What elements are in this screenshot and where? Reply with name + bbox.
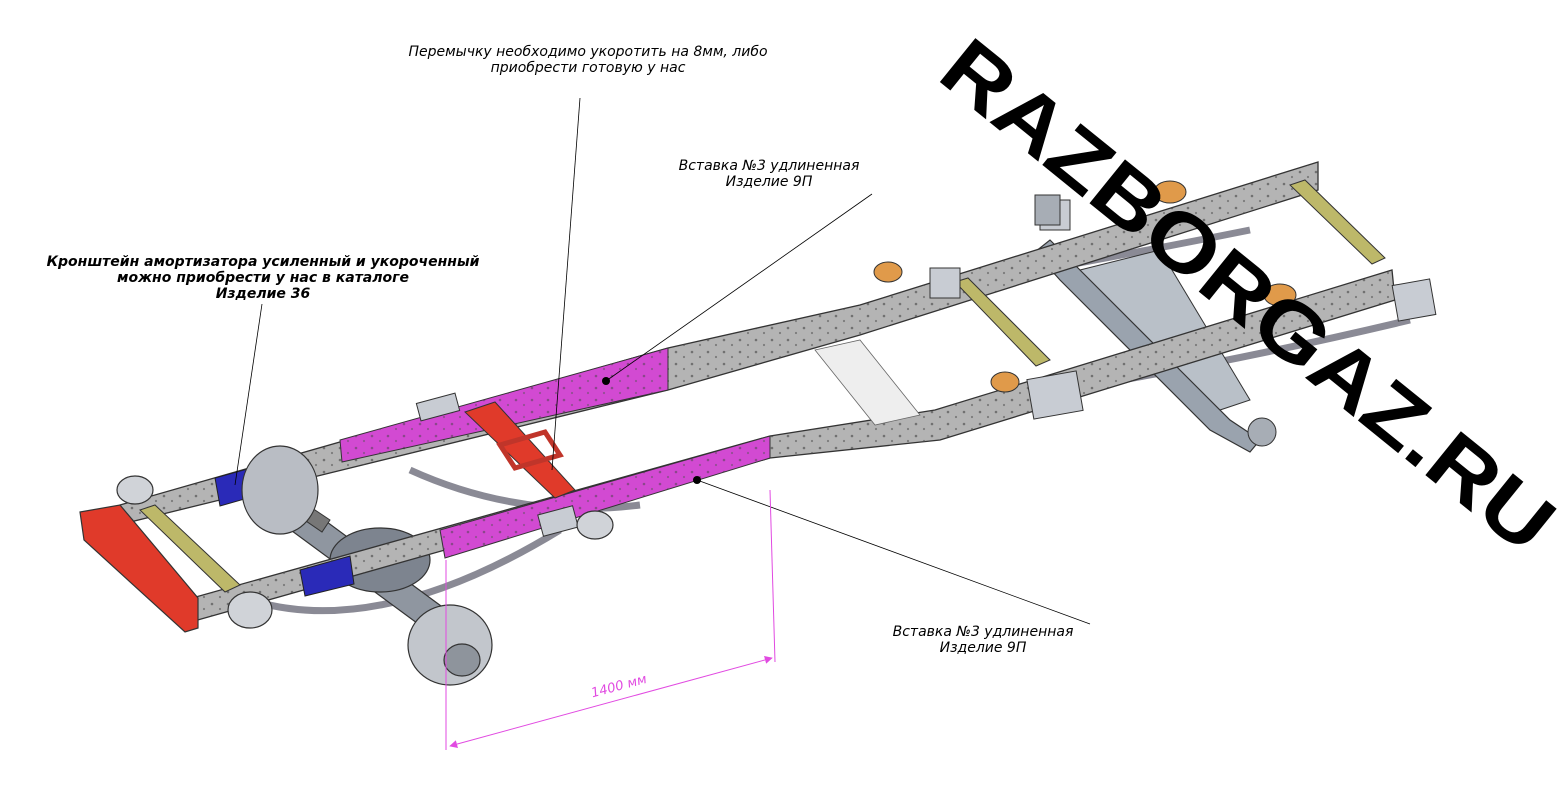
callout-shock-bracket-line2: можно приобрести у нас в каталоге xyxy=(117,270,409,286)
center-plate xyxy=(814,339,921,426)
rear-crossmember xyxy=(79,504,199,633)
callout-jumper-line1: Перемычку необходимо укоротить на 8мм, л… xyxy=(408,44,768,60)
callout-insert-top: Вставка №3 удлиненная Изделие 9П xyxy=(654,158,884,190)
middle-jumper xyxy=(464,401,576,499)
middle-jumper-handle xyxy=(496,429,564,471)
spring-pads xyxy=(873,180,1297,393)
callout-shock-bracket-line1: Кронштейн амортизатора усиленный и укоро… xyxy=(46,254,480,270)
callout-shock-bracket-line3: Изделие 36 xyxy=(215,286,311,302)
callout-jumper: Перемычку необходимо укоротить на 8мм, л… xyxy=(378,44,798,76)
callout-shock-bracket: Кронштейн амортизатора усиленный и укоро… xyxy=(28,254,498,302)
dimension-label: 1400 мм xyxy=(590,672,649,701)
crossbars xyxy=(139,179,1386,593)
callout-insert-top-line2: Изделие 9П xyxy=(725,174,813,190)
callout-jumper-line2: приобрести готовую у нас xyxy=(490,60,686,76)
callout-insert-bottom-line2: Изделие 9П xyxy=(939,640,1027,656)
leader-lines xyxy=(234,97,1091,625)
dimension-1400 xyxy=(445,489,776,750)
front-knuckles xyxy=(1034,194,1277,447)
callout-insert-bottom: Вставка №3 удлиненная Изделие 9П xyxy=(868,624,1098,656)
callout-insert-top-line1: Вставка №3 удлиненная xyxy=(678,158,860,174)
callout-insert-bottom-line1: Вставка №3 удлиненная xyxy=(892,624,1074,640)
